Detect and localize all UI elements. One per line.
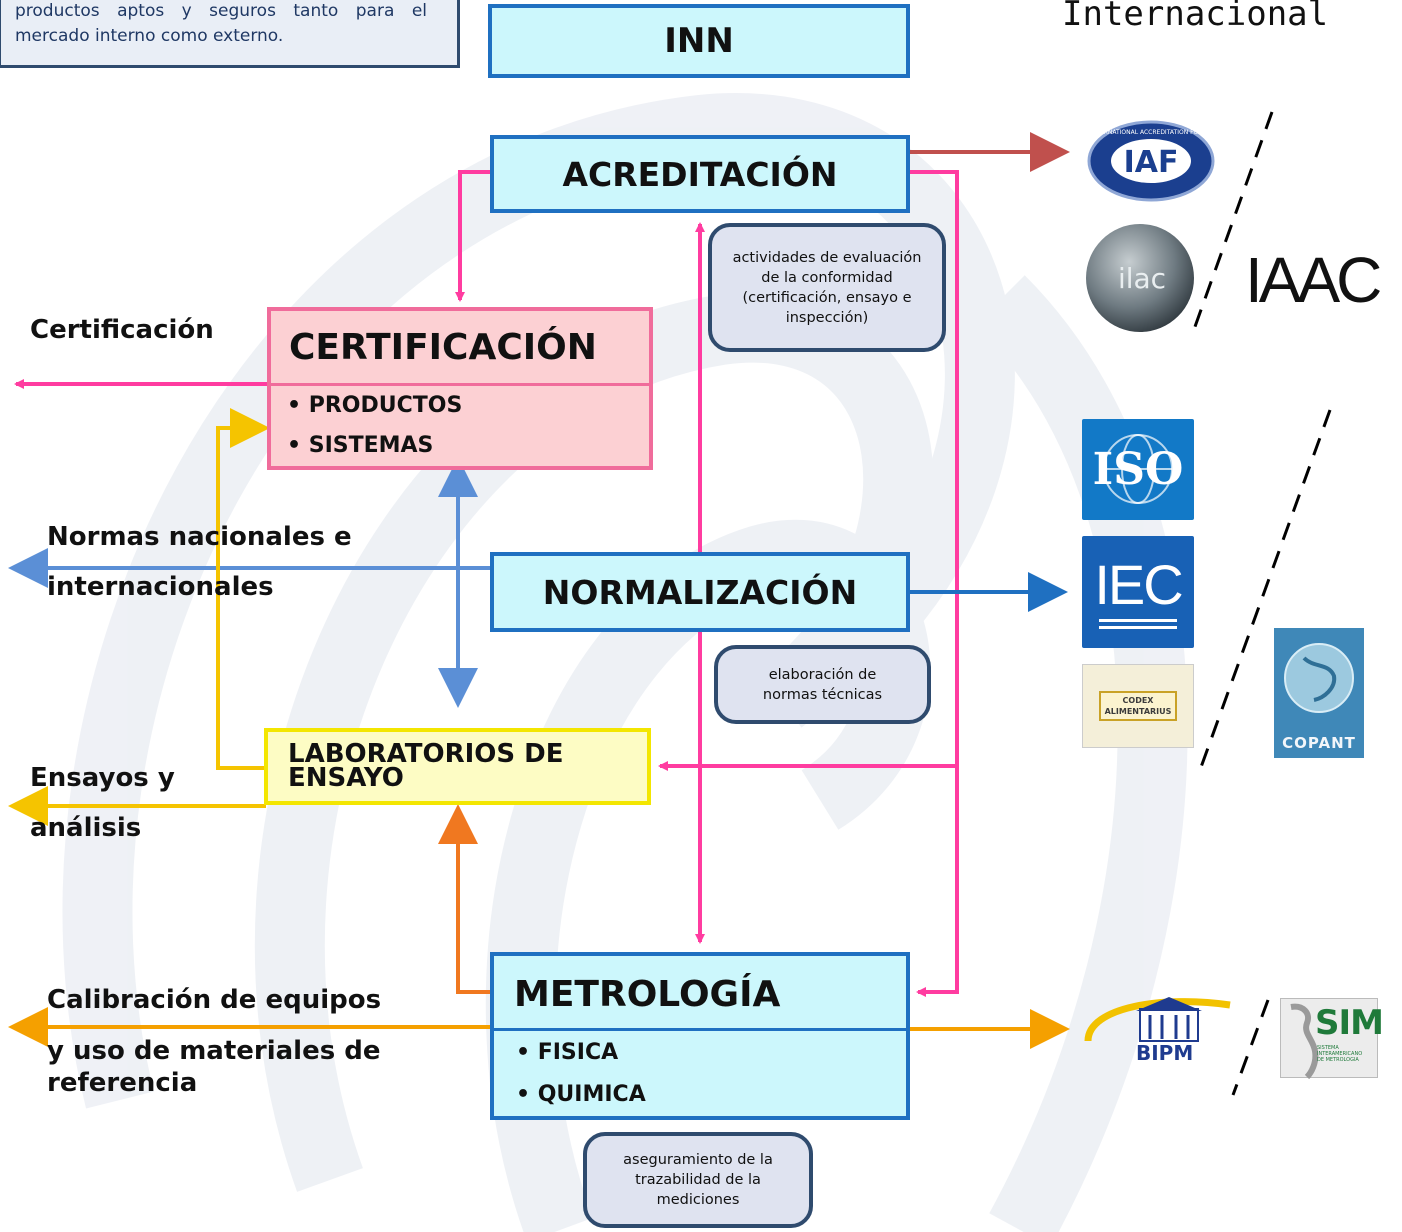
metrologia-item-quimica: • QUIMICA [516, 1082, 646, 1107]
sim-logo-subtitle: SISTEMA INTERAMERICANO DE METROLOGIA [1317, 1045, 1362, 1063]
output-certificacion: Certificación [30, 315, 214, 345]
inn-box: INN [488, 4, 910, 78]
intro-text-box: productos aptos y seguros tanto para el … [0, 0, 460, 68]
americas-map-icon [1290, 1003, 1319, 1079]
normalizacion-note: elaboración de normas técnicas [714, 645, 931, 724]
bipm-logo: BIPM [1084, 993, 1234, 1065]
intro-text: productos aptos y seguros tanto para el … [15, 1, 427, 46]
bipm-building-icon [1084, 997, 1231, 1042]
laboratorios-box: LABORATORIOS DE ENSAYO [264, 728, 651, 805]
laboratorios-title-line1: LABORATORIOS DE [288, 739, 564, 769]
metrologia-divider [494, 1028, 906, 1031]
iec-underline-2 [1099, 626, 1177, 629]
international-label: Internacional [1062, 0, 1329, 34]
acreditacion-note: actividades de evaluación de la conformi… [708, 223, 946, 352]
iec-logo: IEC [1082, 536, 1194, 648]
metrologia-item-fisica: • FISICA [516, 1040, 619, 1065]
iaf-logo-ring-text: INTERNATIONAL ACCREDITATION FORUM [1090, 129, 1212, 136]
globe-icon [1103, 434, 1173, 504]
sim-logo-sub1: SISTEMA [1317, 1045, 1339, 1051]
output-ensayos-line1: Ensayos y [30, 763, 175, 793]
inn-label: INN [664, 21, 734, 61]
iaf-logo: IAF INTERNATIONAL ACCREDITATION FORUM [1087, 120, 1215, 202]
certificacion-item-productos: • PRODUCTOS [287, 393, 463, 418]
copant-logo-text: COPANT [1282, 734, 1356, 752]
output-calibracion-line2: y uso de materiales de [47, 1036, 381, 1066]
sim-logo-sub3: DE METROLOGIA [1317, 1057, 1359, 1063]
output-normas-line2: internacionales [47, 572, 274, 602]
certificacion-title: CERTIFICACIÓN [289, 327, 597, 368]
codex-logo-line1: CODEX [1122, 696, 1154, 705]
iaac-logo-text: IAAC [1245, 244, 1382, 316]
iec-underline [1099, 619, 1177, 622]
iec-logo-text: IEC [1094, 553, 1183, 616]
ilac-logo: ilac [1086, 224, 1194, 332]
certificacion-divider [271, 383, 649, 386]
certificacion-box: CERTIFICACIÓN • PRODUCTOS • SISTEMAS [267, 307, 653, 470]
copant-logo: COPANT [1274, 628, 1364, 758]
sim-logo: SIM SISTEMA INTERAMERICANO DE METROLOGIA [1280, 998, 1384, 1079]
bipm-logo-text: BIPM [1136, 1041, 1194, 1065]
metrologia-note-text: aseguramiento de la trazabilidad de la m… [623, 1152, 773, 1208]
metrologia-title: METROLOGÍA [514, 974, 781, 1015]
normalizacion-note-text: elaboración de normas técnicas [762, 666, 883, 703]
iso-logo: ISO [1082, 419, 1194, 520]
output-calibracion-line1: Calibración de equipos [47, 985, 382, 1015]
ilac-logo-text: ilac [1118, 262, 1166, 295]
laboratorios-title-line2: ENSAYO [288, 763, 404, 793]
output-calibracion-line3: referencia [47, 1068, 198, 1098]
acreditacion-title: ACREDITACIÓN [562, 154, 838, 194]
certificacion-item-sistemas: • SISTEMAS [287, 433, 434, 458]
output-normas-line1: Normas nacionales e [47, 522, 352, 552]
sim-logo-text: SIM [1315, 1003, 1384, 1043]
normalizacion-title: NORMALIZACIÓN [542, 572, 858, 612]
metrologia-note: aseguramiento de la trazabilidad de la m… [583, 1132, 813, 1228]
codex-logo-line2: ALIMENTARIUS [1104, 707, 1172, 716]
normalizacion-box: NORMALIZACIÓN [490, 552, 910, 632]
acreditacion-box: ACREDITACIÓN [490, 135, 910, 213]
codex-logo-frame: CODEX ALIMENTARIUS [1098, 691, 1178, 721]
iso-logo-text: ISO [1092, 444, 1184, 495]
copant-globe-icon [1284, 643, 1354, 713]
metrologia-box: METROLOGÍA • FISICA • QUIMICA [490, 952, 910, 1120]
iaf-logo-text: IAF [1124, 145, 1179, 180]
codex-alimentarius-logo: CODEX ALIMENTARIUS [1082, 664, 1194, 748]
sim-logo-sub2: INTERAMERICANO [1317, 1051, 1363, 1057]
output-ensayos-line2: análisis [30, 813, 142, 843]
acreditacion-note-text: actividades de evaluación de la conformi… [732, 249, 922, 326]
iaac-logo: IAAC [1245, 238, 1395, 322]
